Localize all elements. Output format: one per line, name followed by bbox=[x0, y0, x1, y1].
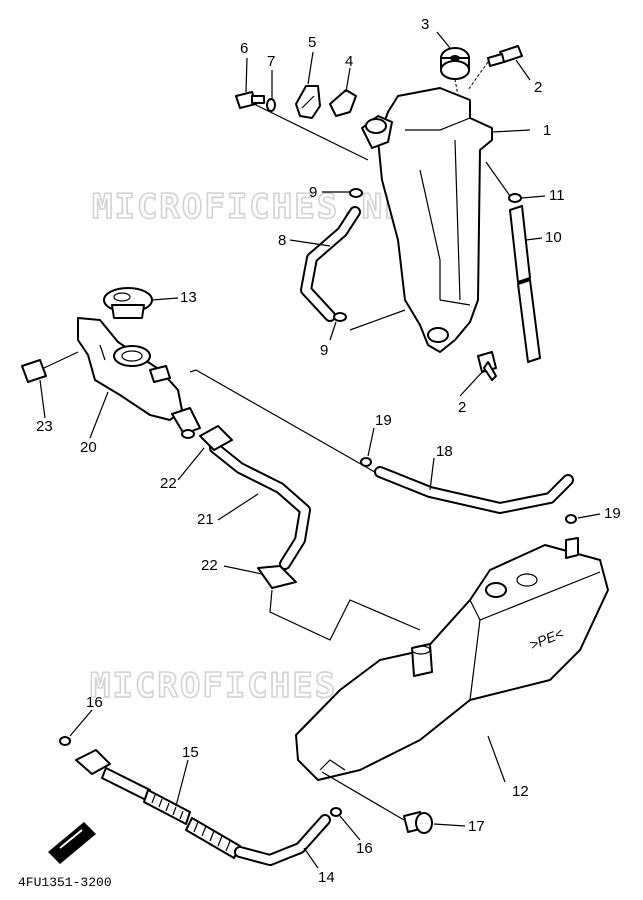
callout-12: 12 bbox=[512, 783, 529, 800]
callout-18: 18 bbox=[436, 443, 453, 460]
assembly-line-hose10 bbox=[485, 161, 511, 197]
bolt-part-23 bbox=[21, 351, 79, 383]
callout-20: 20 bbox=[80, 439, 97, 456]
callout-5: 5 bbox=[308, 34, 316, 51]
callout-4: 4 bbox=[345, 53, 353, 70]
cap-part-13 bbox=[103, 287, 153, 319]
hose-part-8 bbox=[300, 206, 361, 322]
callout-6: 6 bbox=[240, 40, 248, 57]
assembly-line-bolt17 bbox=[321, 771, 405, 821]
reservoir-tank-part-12: >PE< bbox=[295, 537, 609, 781]
clip-part-16-left bbox=[59, 736, 71, 746]
clip-part-11 bbox=[508, 193, 522, 203]
hose-part-18 bbox=[374, 466, 574, 514]
bolt-part-17 bbox=[403, 811, 433, 834]
callout-9-upper: 9 bbox=[309, 184, 317, 201]
callout-10: 10 bbox=[545, 229, 562, 246]
callout-8: 8 bbox=[278, 232, 286, 249]
callout-13: 13 bbox=[180, 289, 197, 306]
callout-3: 3 bbox=[421, 16, 429, 33]
clip-part-9-lower bbox=[333, 312, 347, 322]
callout-11: 11 bbox=[549, 187, 565, 204]
callout-7: 7 bbox=[267, 53, 275, 70]
assembly-line-hose8 bbox=[349, 309, 406, 331]
callout-9-lower: 9 bbox=[320, 342, 328, 359]
callout-19-right: 19 bbox=[604, 505, 621, 522]
reservoir-tank-part-1 bbox=[377, 87, 493, 353]
callout-14: 14 bbox=[318, 869, 335, 886]
callout-17: 17 bbox=[468, 818, 485, 835]
callout-2-top: 2 bbox=[534, 79, 542, 96]
hose-part-21 bbox=[209, 442, 311, 570]
callout-1: 1 bbox=[543, 122, 551, 139]
screw-part-6 bbox=[235, 91, 265, 109]
clip-part-9-upper bbox=[349, 188, 363, 198]
drawing-code: 4FU1351-3200 bbox=[18, 875, 112, 890]
front-direction-arrow-icon bbox=[48, 822, 96, 864]
callout-19-left: 19 bbox=[375, 412, 392, 429]
assembly-line-hose18 bbox=[189, 369, 381, 476]
cable-part-15 bbox=[75, 749, 241, 859]
clip-part-19-right bbox=[565, 514, 577, 524]
callout-labels: 1 2 2 3 4 5 6 7 8 9 9 10 11 12 13 14 15 … bbox=[36, 16, 621, 886]
callout-15: 15 bbox=[182, 744, 199, 761]
callout-22-upper: 22 bbox=[160, 475, 177, 492]
callout-2-lower: 2 bbox=[458, 399, 466, 416]
leader-lines bbox=[39, 31, 601, 869]
pushrod-joint bbox=[171, 407, 201, 439]
callout-16-left: 16 bbox=[86, 694, 103, 711]
clip-part-19-left bbox=[360, 457, 372, 467]
callout-16-right: 16 bbox=[356, 840, 373, 857]
clamp-part-22-upper bbox=[199, 425, 233, 451]
clip-part-16-right bbox=[330, 807, 342, 817]
grommet-part-3 bbox=[440, 47, 470, 97]
bolt-part-2-lower bbox=[477, 351, 497, 381]
tank-filler-neck bbox=[361, 115, 393, 149]
assembly-line-hose21 bbox=[269, 589, 421, 641]
bracket-part-5 bbox=[295, 85, 321, 119]
assembly-line-screw bbox=[255, 104, 369, 161]
clip-part-4 bbox=[329, 89, 357, 117]
callout-22-lower: 22 bbox=[201, 557, 218, 574]
clamp-part-22-lower bbox=[257, 565, 297, 589]
bolt-part-2-top bbox=[467, 45, 523, 91]
washer-part-7 bbox=[266, 98, 276, 112]
hose-part-10 bbox=[509, 205, 541, 363]
master-cylinder-part-20 bbox=[77, 317, 183, 421]
hose-part-14 bbox=[234, 814, 331, 866]
watermark-top: MICROFICHES.NET bbox=[92, 187, 429, 227]
callout-23: 23 bbox=[36, 418, 53, 435]
callout-21: 21 bbox=[197, 511, 214, 528]
